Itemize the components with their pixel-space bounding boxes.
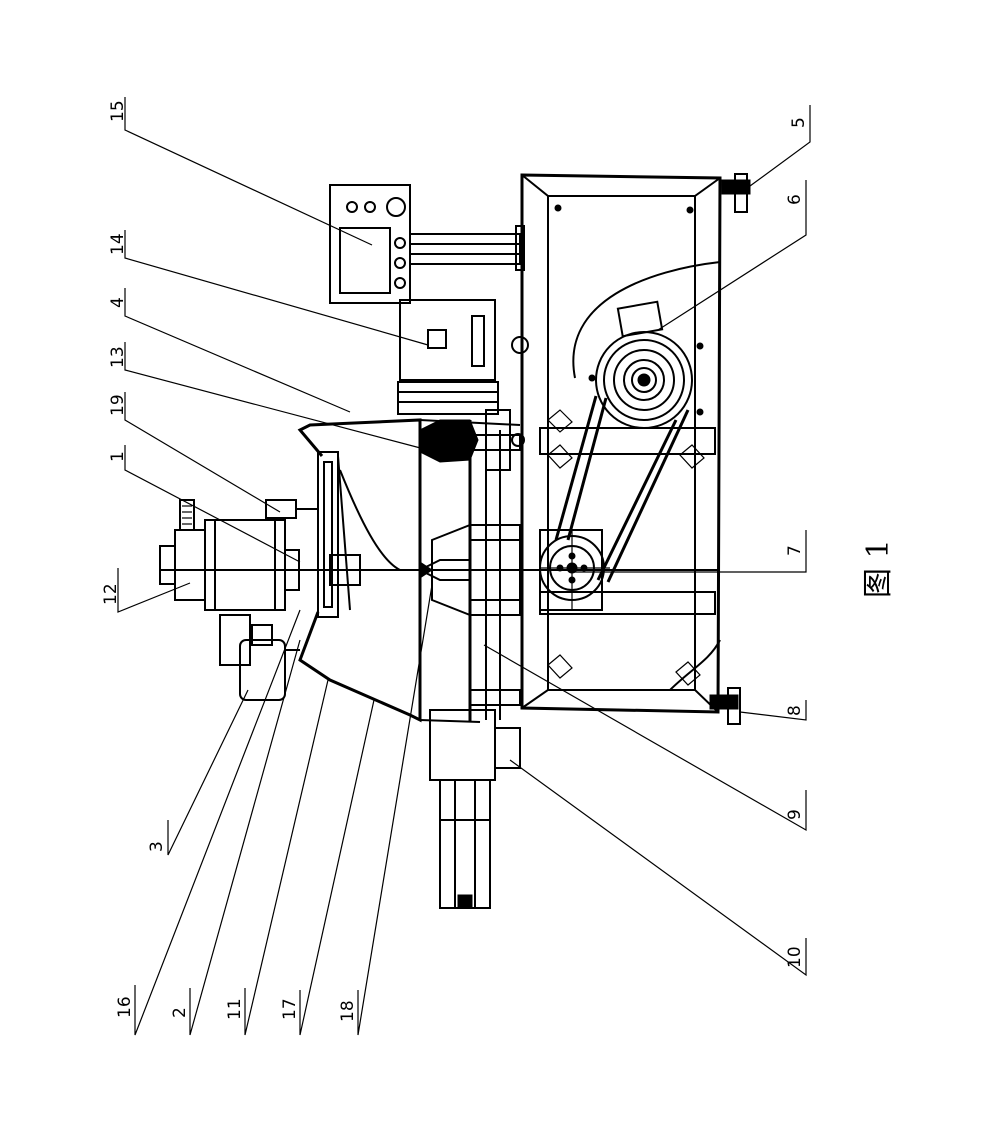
callout-18: 18 (338, 1000, 358, 1022)
callout-5: 5 (789, 117, 809, 128)
side-motor (219, 614, 300, 701)
drive-belt (554, 395, 690, 583)
rotor-assembly (397, 381, 525, 471)
callout-13: 13 (108, 346, 128, 368)
callout-leaders (117, 97, 811, 1036)
callout-8: 8 (785, 705, 805, 716)
hydraulic-cylinder (429, 709, 521, 909)
callout-3: 3 (147, 841, 167, 852)
callout-17: 17 (280, 998, 300, 1020)
callout-10: 10 (785, 946, 805, 968)
base-frame (520, 173, 751, 725)
figure-caption: 图 1 (861, 539, 896, 598)
agitator (160, 524, 720, 616)
sensor-box (399, 299, 529, 381)
callout-6: 6 (785, 194, 805, 205)
control-panel (329, 184, 525, 304)
callout-12: 12 (101, 583, 121, 605)
callout-4: 4 (108, 297, 128, 308)
drive-pulley (588, 300, 704, 429)
callout-1: 1 (108, 451, 128, 462)
callout-2: 2 (170, 1007, 190, 1018)
callout-9: 9 (785, 809, 805, 820)
callout-16: 16 (115, 996, 135, 1018)
callout-14: 14 (108, 233, 128, 255)
callout-7: 7 (785, 545, 805, 556)
top-motor (159, 499, 286, 611)
top-bolt (265, 499, 318, 519)
callout-15: 15 (108, 100, 128, 122)
callout-labels: 15 14 4 13 19 1 12 3 16 2 11 17 18 10 9 … (101, 100, 809, 1022)
callout-11: 11 (225, 998, 245, 1020)
callout-19: 19 (108, 394, 128, 416)
